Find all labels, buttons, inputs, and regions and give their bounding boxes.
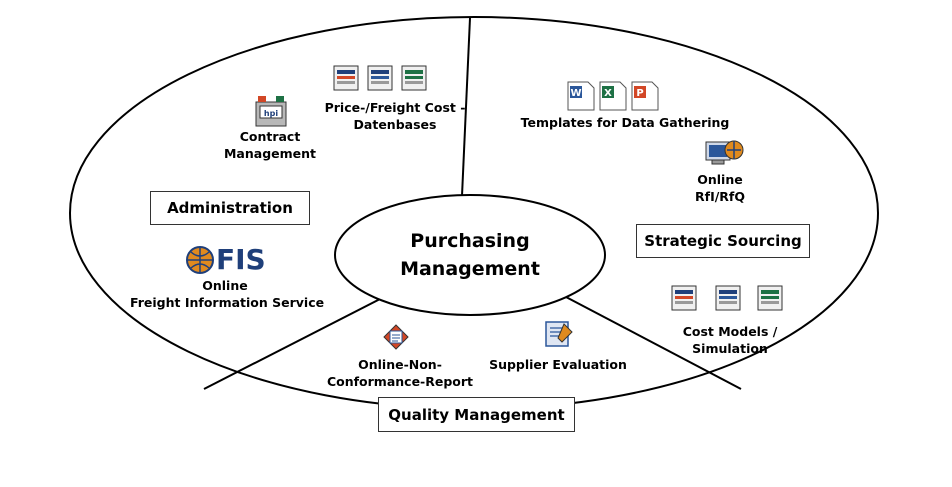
evaluation-icon [545, 321, 573, 347]
price-db-label: Price-/Freight Cost - Datenbases [310, 99, 480, 133]
cost-models-label: Cost Models / Simulation [670, 323, 790, 357]
fis-logo [186, 246, 214, 274]
administration-box: Administration [150, 191, 310, 225]
contract-line2: Management [223, 146, 316, 161]
svg-text:hpi: hpi [264, 109, 278, 118]
word-excel-powerpoint-icons: W X P [567, 81, 659, 111]
price-db-line1: Price-/Freight Cost - [324, 100, 466, 115]
divider-right [565, 296, 742, 390]
rfq-line2: RfI/RfQ [695, 189, 745, 204]
rfq-line1: Online [697, 172, 743, 187]
divider-top [460, 17, 471, 219]
center-title-line2: Management [400, 258, 540, 280]
ncr-line1: Online-Non- [358, 357, 442, 372]
center-title-line1: Purchasing [410, 230, 530, 252]
svg-text:X: X [604, 88, 612, 99]
supplier-eval-line1: Supplier Evaluation [489, 357, 627, 372]
svg-text:W: W [570, 88, 581, 99]
fis-line1: Online [202, 278, 248, 293]
fis-label: Online Freight Information Service [130, 277, 325, 311]
svg-text:P: P [636, 88, 643, 99]
center-title: Purchasing Management [370, 227, 570, 283]
spreadsheet-icons [671, 285, 783, 311]
spreadsheet-icons [333, 65, 427, 91]
center-ellipse [334, 194, 606, 316]
templates-label: Templates for Data Gathering [520, 114, 730, 131]
cost-models-line2: Simulation [692, 341, 768, 356]
fis-line2: Freight Information Service [130, 295, 325, 310]
report-icon [383, 324, 409, 350]
rfq-label: Online RfI/RfQ [680, 171, 760, 205]
strategic-sourcing-label: Strategic Sourcing [644, 232, 802, 250]
strategic-sourcing-box: Strategic Sourcing [636, 224, 810, 258]
contract-line1: Contract [239, 129, 301, 144]
supplier-evaluation-label: Supplier Evaluation [488, 356, 628, 373]
quality-management-box: Quality Management [378, 397, 575, 432]
quality-management-label: Quality Management [388, 405, 565, 424]
divider-left [203, 296, 385, 390]
templates-line1: Templates for Data Gathering [520, 115, 730, 130]
contract-management-label: Contract Management [215, 128, 325, 162]
hpi-printer-icon: hpi [255, 96, 287, 127]
ncr-line2: Conformance-Report [326, 374, 474, 389]
ncr-label: Online-Non- Conformance-Report [325, 356, 475, 390]
price-db-line2: Datenbases [353, 117, 437, 132]
globe-computer-icon [705, 140, 744, 165]
administration-label: Administration [167, 199, 293, 217]
fis-logo-text: FIS [216, 243, 266, 276]
cost-models-line1: Cost Models / [682, 324, 778, 339]
